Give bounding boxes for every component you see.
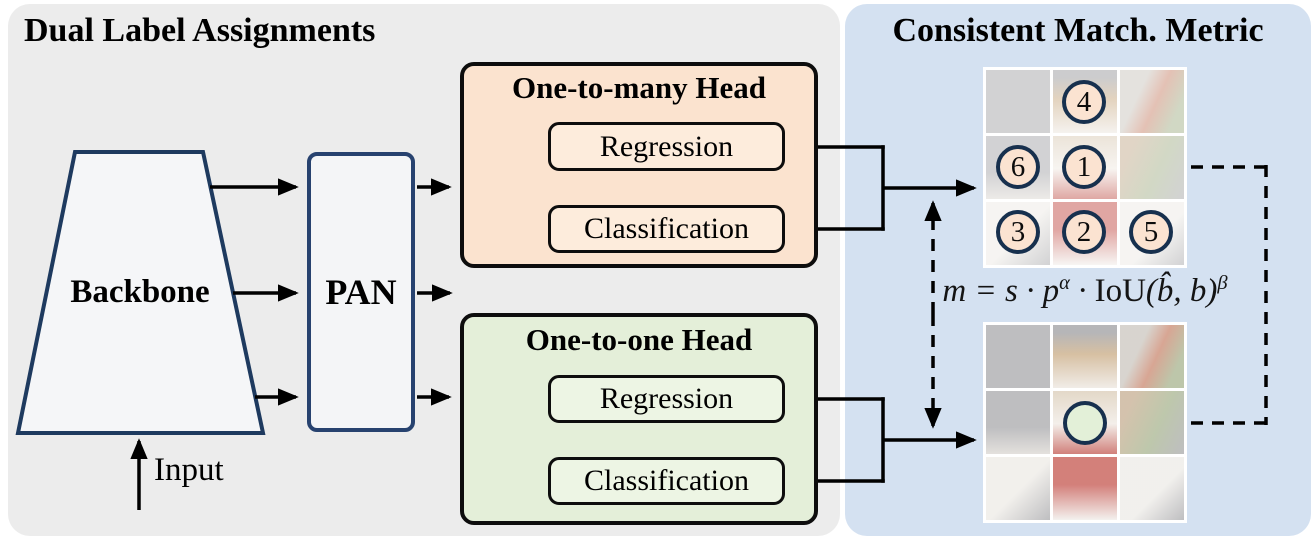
photo-tile	[986, 70, 1050, 133]
formula-iou: IoU	[1094, 273, 1146, 309]
photo-tile	[1120, 70, 1184, 133]
anchor-circle-1: 1	[1062, 145, 1106, 189]
photo-tile	[986, 391, 1050, 454]
photo-tile	[986, 457, 1050, 520]
formula-alpha-exponent: α	[1059, 272, 1070, 294]
photo-tile	[1120, 325, 1184, 388]
dual-label-title: Dual Label Assignments	[24, 12, 376, 49]
formula-dot: ·	[1078, 273, 1087, 309]
backbone-label: Backbone	[70, 274, 210, 310]
anchor-circle-6: 6	[996, 145, 1040, 189]
one-to-one-photo-grid	[983, 322, 1187, 523]
anchor-circle-2: 2	[1062, 210, 1106, 254]
photo-tile	[1120, 136, 1184, 199]
photo-tile	[986, 325, 1050, 388]
formula-beta-exponent: β	[1217, 272, 1228, 294]
match-metric-title: Consistent Match. Metric	[892, 12, 1264, 49]
anchor-circle-3: 3	[996, 210, 1040, 254]
photo-tile	[1053, 325, 1117, 388]
one-to-many-regression-box: Regression	[548, 122, 785, 171]
matching-metric-formula: m = s · pα · IoU(b̂, b)β	[898, 272, 1272, 310]
formula-lhs: m = s · p	[942, 273, 1060, 309]
photo-tile	[1120, 391, 1184, 454]
anchor-circle-4: 4	[1062, 80, 1106, 124]
formula-args: (b̂, b)	[1145, 273, 1218, 309]
input-label: Input	[154, 452, 224, 488]
one-to-one-regression-box: Regression	[548, 375, 785, 423]
pan-box: PAN	[307, 152, 415, 432]
one-to-many-classification-box: Classification	[548, 205, 785, 253]
photo-tile	[1120, 457, 1184, 520]
one-to-one-classification-box: Classification	[548, 457, 785, 505]
one-to-one-head-title: One-to-one Head	[525, 322, 753, 357]
selected-anchor-circle	[1063, 401, 1107, 445]
one-to-many-head-title: One-to-many Head	[511, 70, 766, 105]
photo-tile	[1053, 457, 1117, 520]
anchor-circle-5: 5	[1129, 210, 1173, 254]
